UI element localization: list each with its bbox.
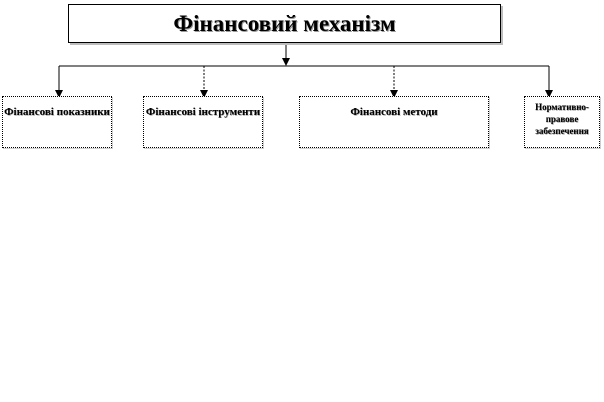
child-node-regulatory-support: Нормативно-правове забезпечення	[524, 96, 600, 148]
child-node-financial-instruments: Фінансові інструменти	[143, 96, 263, 148]
child-node-label: Фінансові інструменти	[145, 106, 261, 118]
root-node-financial-mechanism: Фінансовий механізм	[68, 4, 501, 43]
child-node-label: Нормативно-правове забезпечення	[535, 102, 589, 136]
child-node-financial-methods: Фінансові методи	[299, 96, 489, 148]
child-node-label: Фінансові методи	[350, 106, 438, 118]
child-node-label: Фінансові показники	[4, 106, 110, 118]
root-node-label: Фінансовий механізм	[173, 11, 396, 36]
child-node-financial-indicators: Фінансові показники	[2, 96, 112, 148]
